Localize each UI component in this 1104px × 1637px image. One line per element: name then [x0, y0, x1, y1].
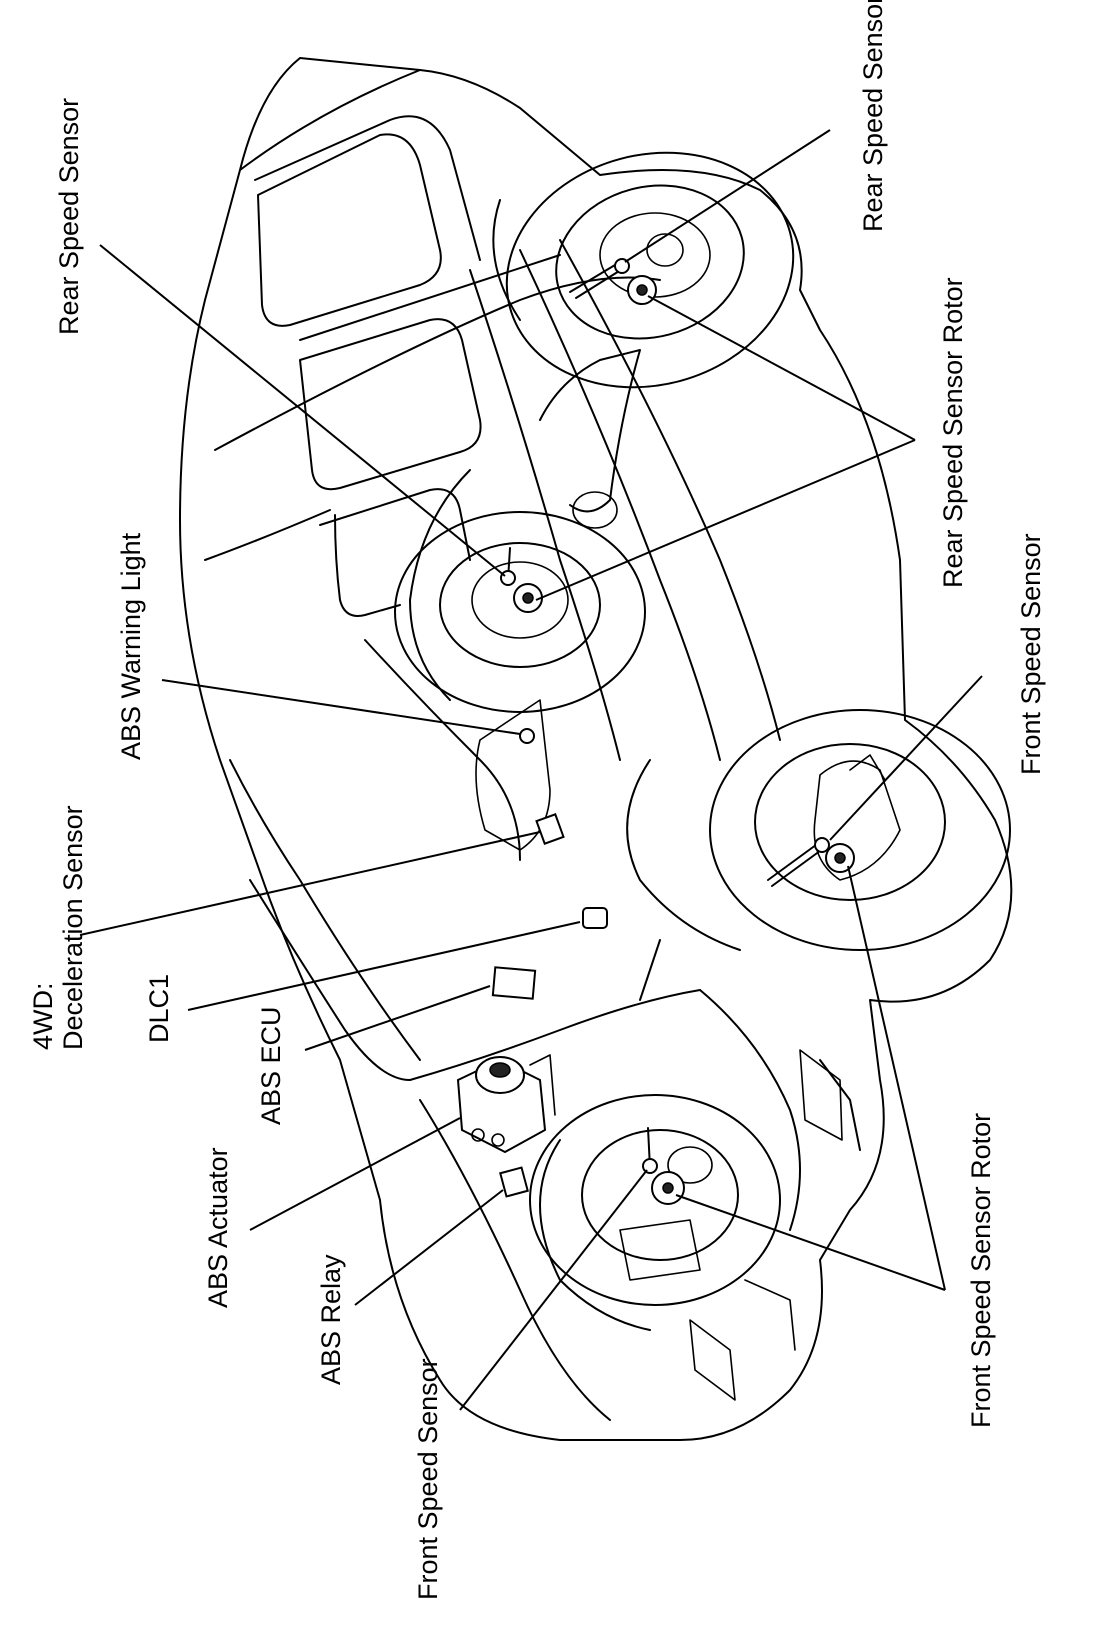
front-speed-sensor-right — [767, 837, 830, 887]
label-rear-speed-sensor-right: Rear Speed Sensor — [858, 0, 888, 232]
label-dlc1: DLC1 — [144, 974, 174, 1043]
rear-right-wheel — [505, 151, 795, 389]
front-speed-sensor-left — [642, 1127, 658, 1174]
abs-warning-light-icon — [519, 728, 535, 744]
label-abs-relay: ABS Relay — [316, 1254, 346, 1385]
rear-speed-sensor-rotor-right — [627, 275, 657, 305]
front-speed-sensor-rotor-right — [825, 843, 855, 873]
label-front-speed-sensor-left: Front Speed Sensor — [413, 1358, 443, 1600]
label-abs-ecu: ABS ECU — [256, 1006, 286, 1125]
label-rear-speed-sensor-rotor: Rear Speed Sensor Rotor — [938, 277, 968, 588]
label-deceleration-sensor: Deceleration Sensor — [58, 805, 88, 1050]
rear-left-wheel — [394, 349, 646, 713]
abs-relay-icon — [499, 1166, 529, 1198]
front-right-wheel — [709, 709, 1011, 951]
label-abs-actuator: ABS Actuator — [203, 1147, 233, 1308]
label-rear-speed-sensor-left: Rear Speed Sensor — [54, 98, 84, 335]
label-front-speed-sensor-rotor: Front Speed Sensor Rotor — [966, 1113, 996, 1428]
deceleration-sensor-icon — [535, 813, 565, 845]
front-speed-sensor-rotor-left — [651, 1171, 685, 1205]
vehicle-body — [179, 57, 1013, 1441]
rear-speed-sensor-left — [500, 547, 516, 586]
label-front-speed-sensor-right: Front Speed Sensor — [1016, 533, 1046, 775]
abs-ecu-icon — [491, 966, 537, 1000]
front-left-wheel — [529, 1094, 781, 1306]
callout-labels: Rear Speed Sensor Rear Speed Sensor Rear… — [28, 0, 1046, 1600]
leader-lines — [79, 129, 983, 1411]
dlc1-connector-icon — [582, 907, 608, 929]
label-abs-warning-light: ABS Warning Light — [116, 532, 146, 760]
abs-actuator-icon — [456, 1054, 556, 1154]
rear-speed-sensor-rotor-left — [513, 583, 543, 613]
label-deceleration-sensor-4wd: 4WD: — [28, 983, 58, 1051]
